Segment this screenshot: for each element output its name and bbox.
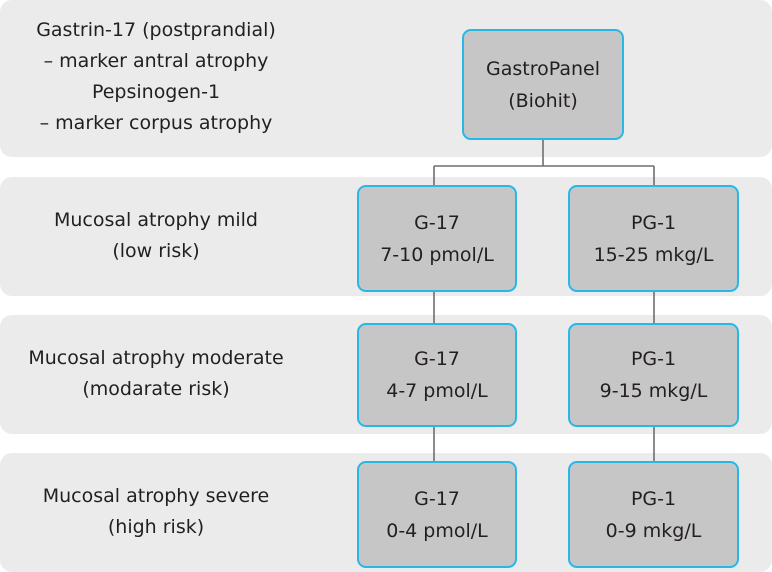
node-line: 9-15 mkg/L	[599, 380, 708, 402]
label-line: – marker antral atrophy	[43, 50, 269, 72]
node-line: PG-1	[630, 348, 677, 370]
node-pg1-moderate: PG-1 9-15 mkg/L	[568, 323, 739, 427]
label-mild: Mucosal atrophy mild (low risk)	[6, 205, 306, 267]
node-g17-moderate: G-17 4-7 pmol/L	[357, 323, 517, 427]
node-line: 7-10 pmol/L	[380, 243, 494, 266]
label-line: Mucosal atrophy mild	[54, 209, 258, 231]
label-moderate: Mucosal atrophy moderate (modarate risk)	[6, 343, 306, 405]
label-line: Mucosal atrophy moderate	[28, 347, 284, 369]
label-line: Pepsinogen-1	[91, 81, 221, 103]
node-line: 0-9 mkg/L	[605, 519, 702, 542]
node-gastropanel: GastroPanel (Biohit)	[462, 29, 624, 140]
node-g17-severe: G-17 0-4 pmol/L	[357, 461, 517, 568]
label-line: Gastrin-17 (postprandial)	[36, 19, 276, 41]
band-markers	[0, 0, 772, 157]
node-line: 0-4 pmol/L	[386, 519, 488, 542]
node-pg1-mild: PG-1 15-25 mkg/L	[568, 185, 739, 292]
node-line: GastroPanel	[486, 57, 600, 80]
node-line: PG-1	[630, 487, 677, 510]
label-line: (low risk)	[112, 240, 200, 262]
node-g17-mild: G-17 7-10 pmol/L	[357, 185, 517, 292]
label-severe: Mucosal atrophy severe (high risk)	[6, 481, 306, 543]
node-line: G-17	[414, 487, 460, 510]
label-line: (high risk)	[107, 516, 205, 538]
node-line: PG-1	[630, 211, 677, 234]
node-line: 15-25 mkg/L	[593, 243, 714, 266]
node-line: G-17	[414, 211, 460, 234]
label-line: Mucosal atrophy severe	[42, 485, 270, 507]
node-line: G-17	[414, 348, 460, 370]
node-line: (Biohit)	[508, 89, 578, 112]
label-line: – marker corpus atrophy	[39, 112, 273, 134]
label-markers: Gastrin-17 (postprandial) – marker antra…	[6, 15, 306, 139]
node-line: 4-7 pmol/L	[386, 380, 488, 402]
node-pg1-severe: PG-1 0-9 mkg/L	[568, 461, 739, 568]
label-line: (modarate risk)	[82, 378, 230, 400]
